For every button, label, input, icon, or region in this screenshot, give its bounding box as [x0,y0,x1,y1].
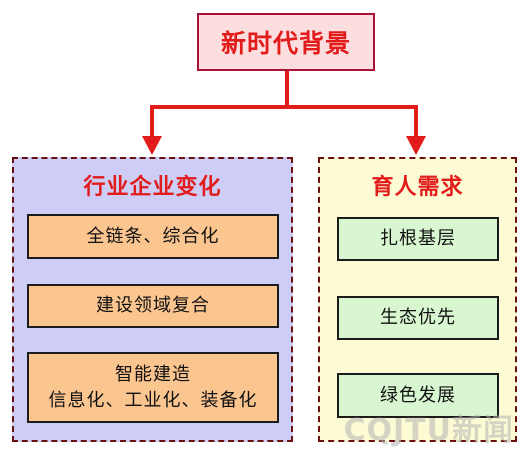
education-needs-title: 育人需求 [371,175,464,200]
item-green-development-label: 绿色发展 [380,384,456,406]
item-construction-domain: 建设领域复合 [27,284,279,328]
item-smart-construction: 智能建造 信息化、工业化、装备化 [27,352,279,423]
arrowhead-left [142,136,162,155]
industry-changes-title: 行业企业变化 [83,175,222,200]
item-green-development: 绿色发展 [337,373,499,418]
item-ecology-first-label: 生态优先 [380,307,456,328]
item-grassroots: 扎根基层 [337,217,499,261]
source-watermark: CQJTU新闻 [343,413,514,448]
title-text: 新时代背景 [220,29,351,58]
item-full-chain-label: 全链条、综合化 [86,225,220,247]
arrowhead-right [406,136,426,155]
item-ecology-first: 生态优先 [337,296,499,340]
item-smart-construction-line2: 信息化、工业化、装备化 [48,389,258,411]
item-grassroots-label: 扎根基层 [380,228,456,249]
education-needs-panel: 育人需求 扎根基层 生态优先 绿色发展 [318,157,517,442]
item-construction-domain-label: 建设领域复合 [96,295,210,316]
item-smart-construction-line1: 智能建造 [115,363,191,385]
title-box: 新时代背景 [197,13,375,71]
item-full-chain: 全链条、综合化 [27,214,279,259]
industry-changes-panel: 行业企业变化 全链条、综合化 建设领域复合 智能建造 信息化、工业化、装备化 [12,157,293,442]
